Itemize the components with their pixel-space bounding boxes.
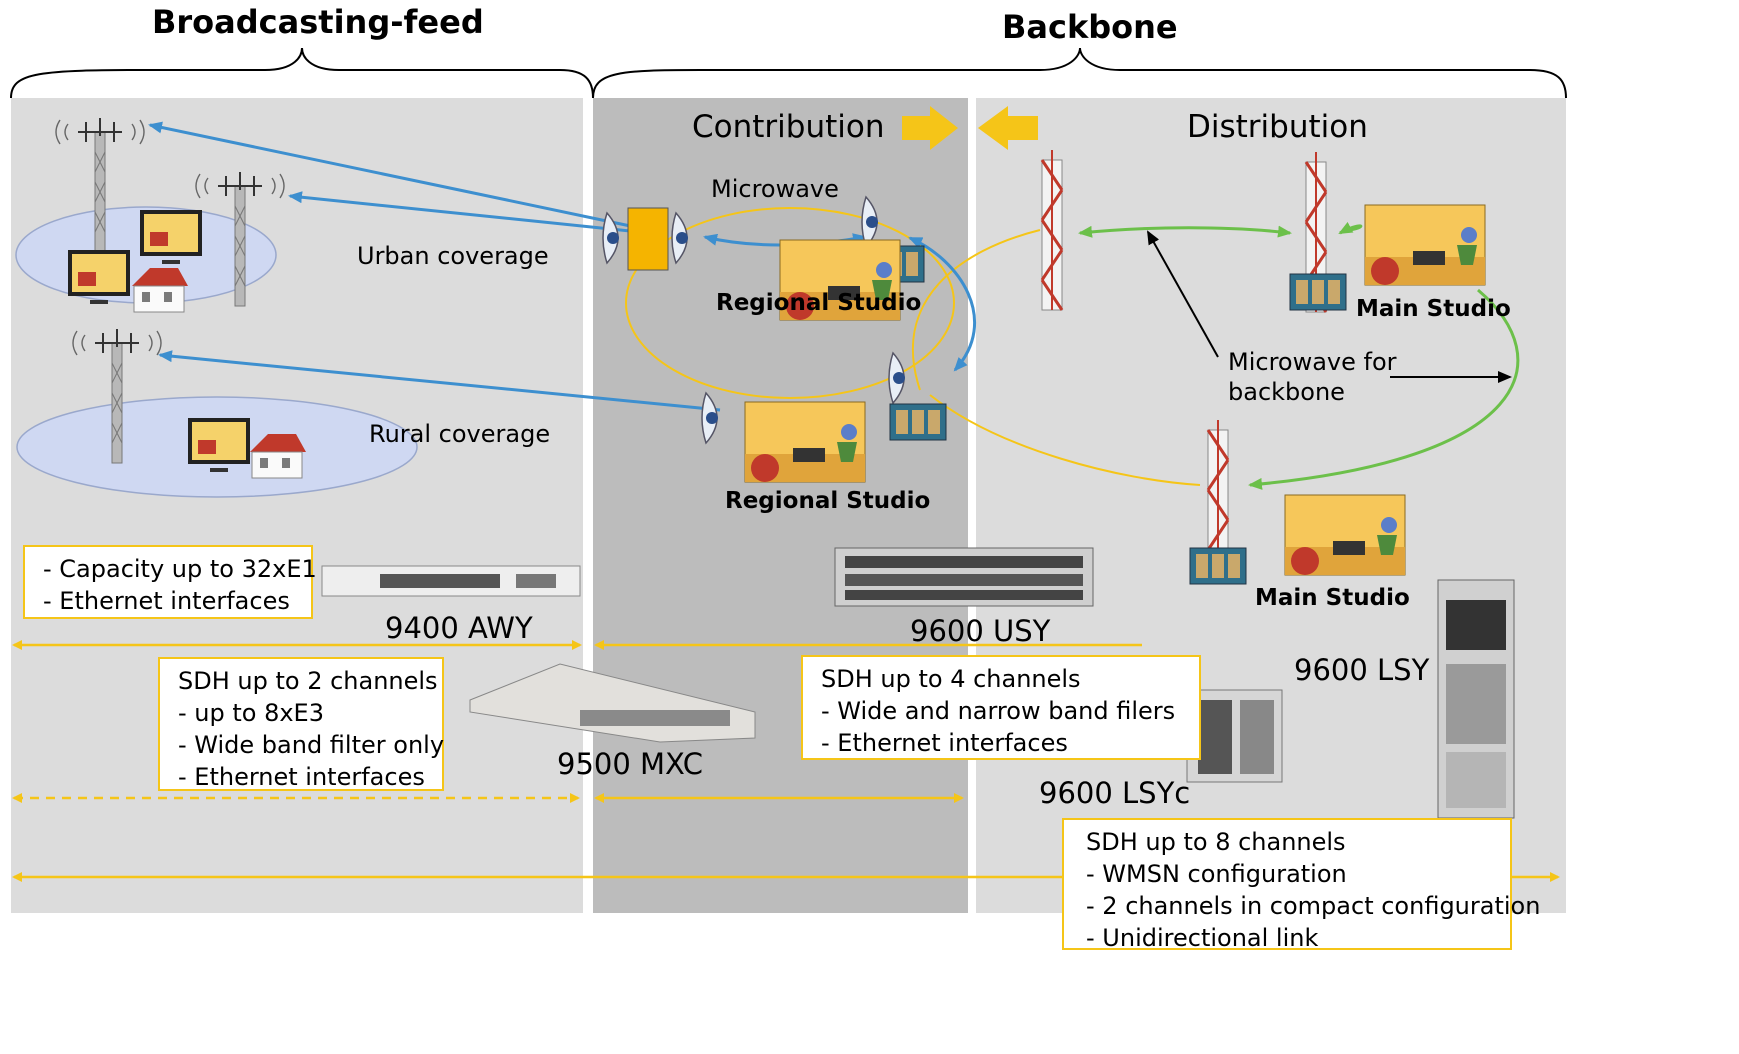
feature-line: SDH up to 2 channels [178, 667, 438, 695]
product-9400-awy-image [321, 565, 581, 597]
contribution-arrow-icon [902, 106, 958, 150]
backbone-link [1338, 221, 1363, 235]
pointer-arrow [1147, 230, 1219, 358]
backbone-tower-icon [1040, 148, 1064, 312]
backbone-link [1248, 288, 1520, 490]
product-9600-usy-label: 9600 USY [910, 614, 1051, 648]
feature-line: SDH up to 8 channels [1086, 828, 1346, 856]
feature-line: - 2 channels in compact configuration [1086, 892, 1541, 920]
distribution-title: Distribution [1187, 109, 1368, 145]
rural-coverage-label: Rural coverage [369, 420, 551, 448]
studio-icon [1364, 204, 1486, 286]
microwave-backbone-label-line2: backbone [1228, 378, 1345, 406]
feature-line: - Unidirectional link [1086, 924, 1319, 952]
backbone-link [1078, 225, 1292, 238]
feature-line: - Wide and narrow band filers [821, 697, 1176, 725]
distribution-arrow-icon [978, 106, 1038, 150]
microwave-backbone-label: Microwave for [1228, 348, 1397, 376]
contribution-title: Contribution [692, 109, 885, 145]
feature-line: - Ethernet interfaces [821, 729, 1068, 757]
studio-icon [744, 401, 866, 483]
broadcasting-feed-brace [10, 47, 594, 99]
product-9500-mxc-label: 9500 MXC [557, 747, 704, 781]
main-studio-label: Main Studio [1356, 296, 1511, 322]
main-studio-label: Main Studio [1255, 585, 1410, 611]
microwave-link [148, 121, 641, 230]
feature-line: - Wide band filter only [178, 731, 445, 759]
equipment-shelf-icon [1289, 273, 1347, 311]
product-9400-awy-label: 9400 AWY [385, 611, 533, 645]
feature-line: - WMSN configuration [1086, 860, 1347, 888]
microwave-link [158, 350, 721, 412]
equipment-shelf-icon [1189, 547, 1247, 585]
feature-box-9600-usy: SDH up to 4 channels - Wide and narrow b… [801, 655, 1201, 760]
feature-box-9500-mxc: SDH up to 2 channels - up to 8xE3 - Wide… [158, 657, 444, 791]
regional-studio-label: Regional Studio [716, 290, 922, 316]
product-9500-mxc-image [469, 663, 756, 743]
product-9600-lsy-label: 9600 LSY [1294, 653, 1430, 687]
product-9600-usy-image [834, 547, 1094, 607]
product-9600-lsyc-label: 9600 LSYc [1039, 776, 1191, 810]
feature-line: - Ethernet interfaces [43, 587, 290, 615]
feature-line: - up to 8xE3 [178, 699, 324, 727]
microwave-link [908, 236, 977, 372]
broadcasting-feed-title: Broadcasting-feed [152, 3, 484, 41]
tv-icon [188, 418, 250, 472]
tv-icon [140, 210, 202, 264]
urban-coverage-label: Urban coverage [357, 242, 549, 270]
feature-line: - Capacity up to 32xE1 [43, 555, 317, 583]
backbone-title: Backbone [1002, 8, 1178, 46]
feature-box-9400-awy: - Capacity up to 32xE1 - Ethernet interf… [23, 545, 317, 619]
ring-link [929, 394, 1201, 486]
product-9600-lsyc-image [1186, 689, 1283, 783]
regional-studio-label: Regional Studio [725, 488, 931, 514]
feature-line: SDH up to 4 channels [821, 665, 1081, 693]
equipment-shelf-icon [889, 403, 947, 441]
backbone-brace [592, 47, 1567, 99]
feature-box-9600-lsy: SDH up to 8 channels - WMSN configuratio… [1062, 818, 1541, 952]
radio-unit-icon [627, 207, 669, 271]
feature-line: - Ethernet interfaces [178, 763, 425, 791]
product-9600-lsy-image [1437, 579, 1515, 819]
studio-icon [1284, 494, 1406, 576]
tv-icon [68, 250, 130, 304]
microwave-link [288, 191, 641, 234]
microwave-label: Microwave [711, 175, 839, 203]
